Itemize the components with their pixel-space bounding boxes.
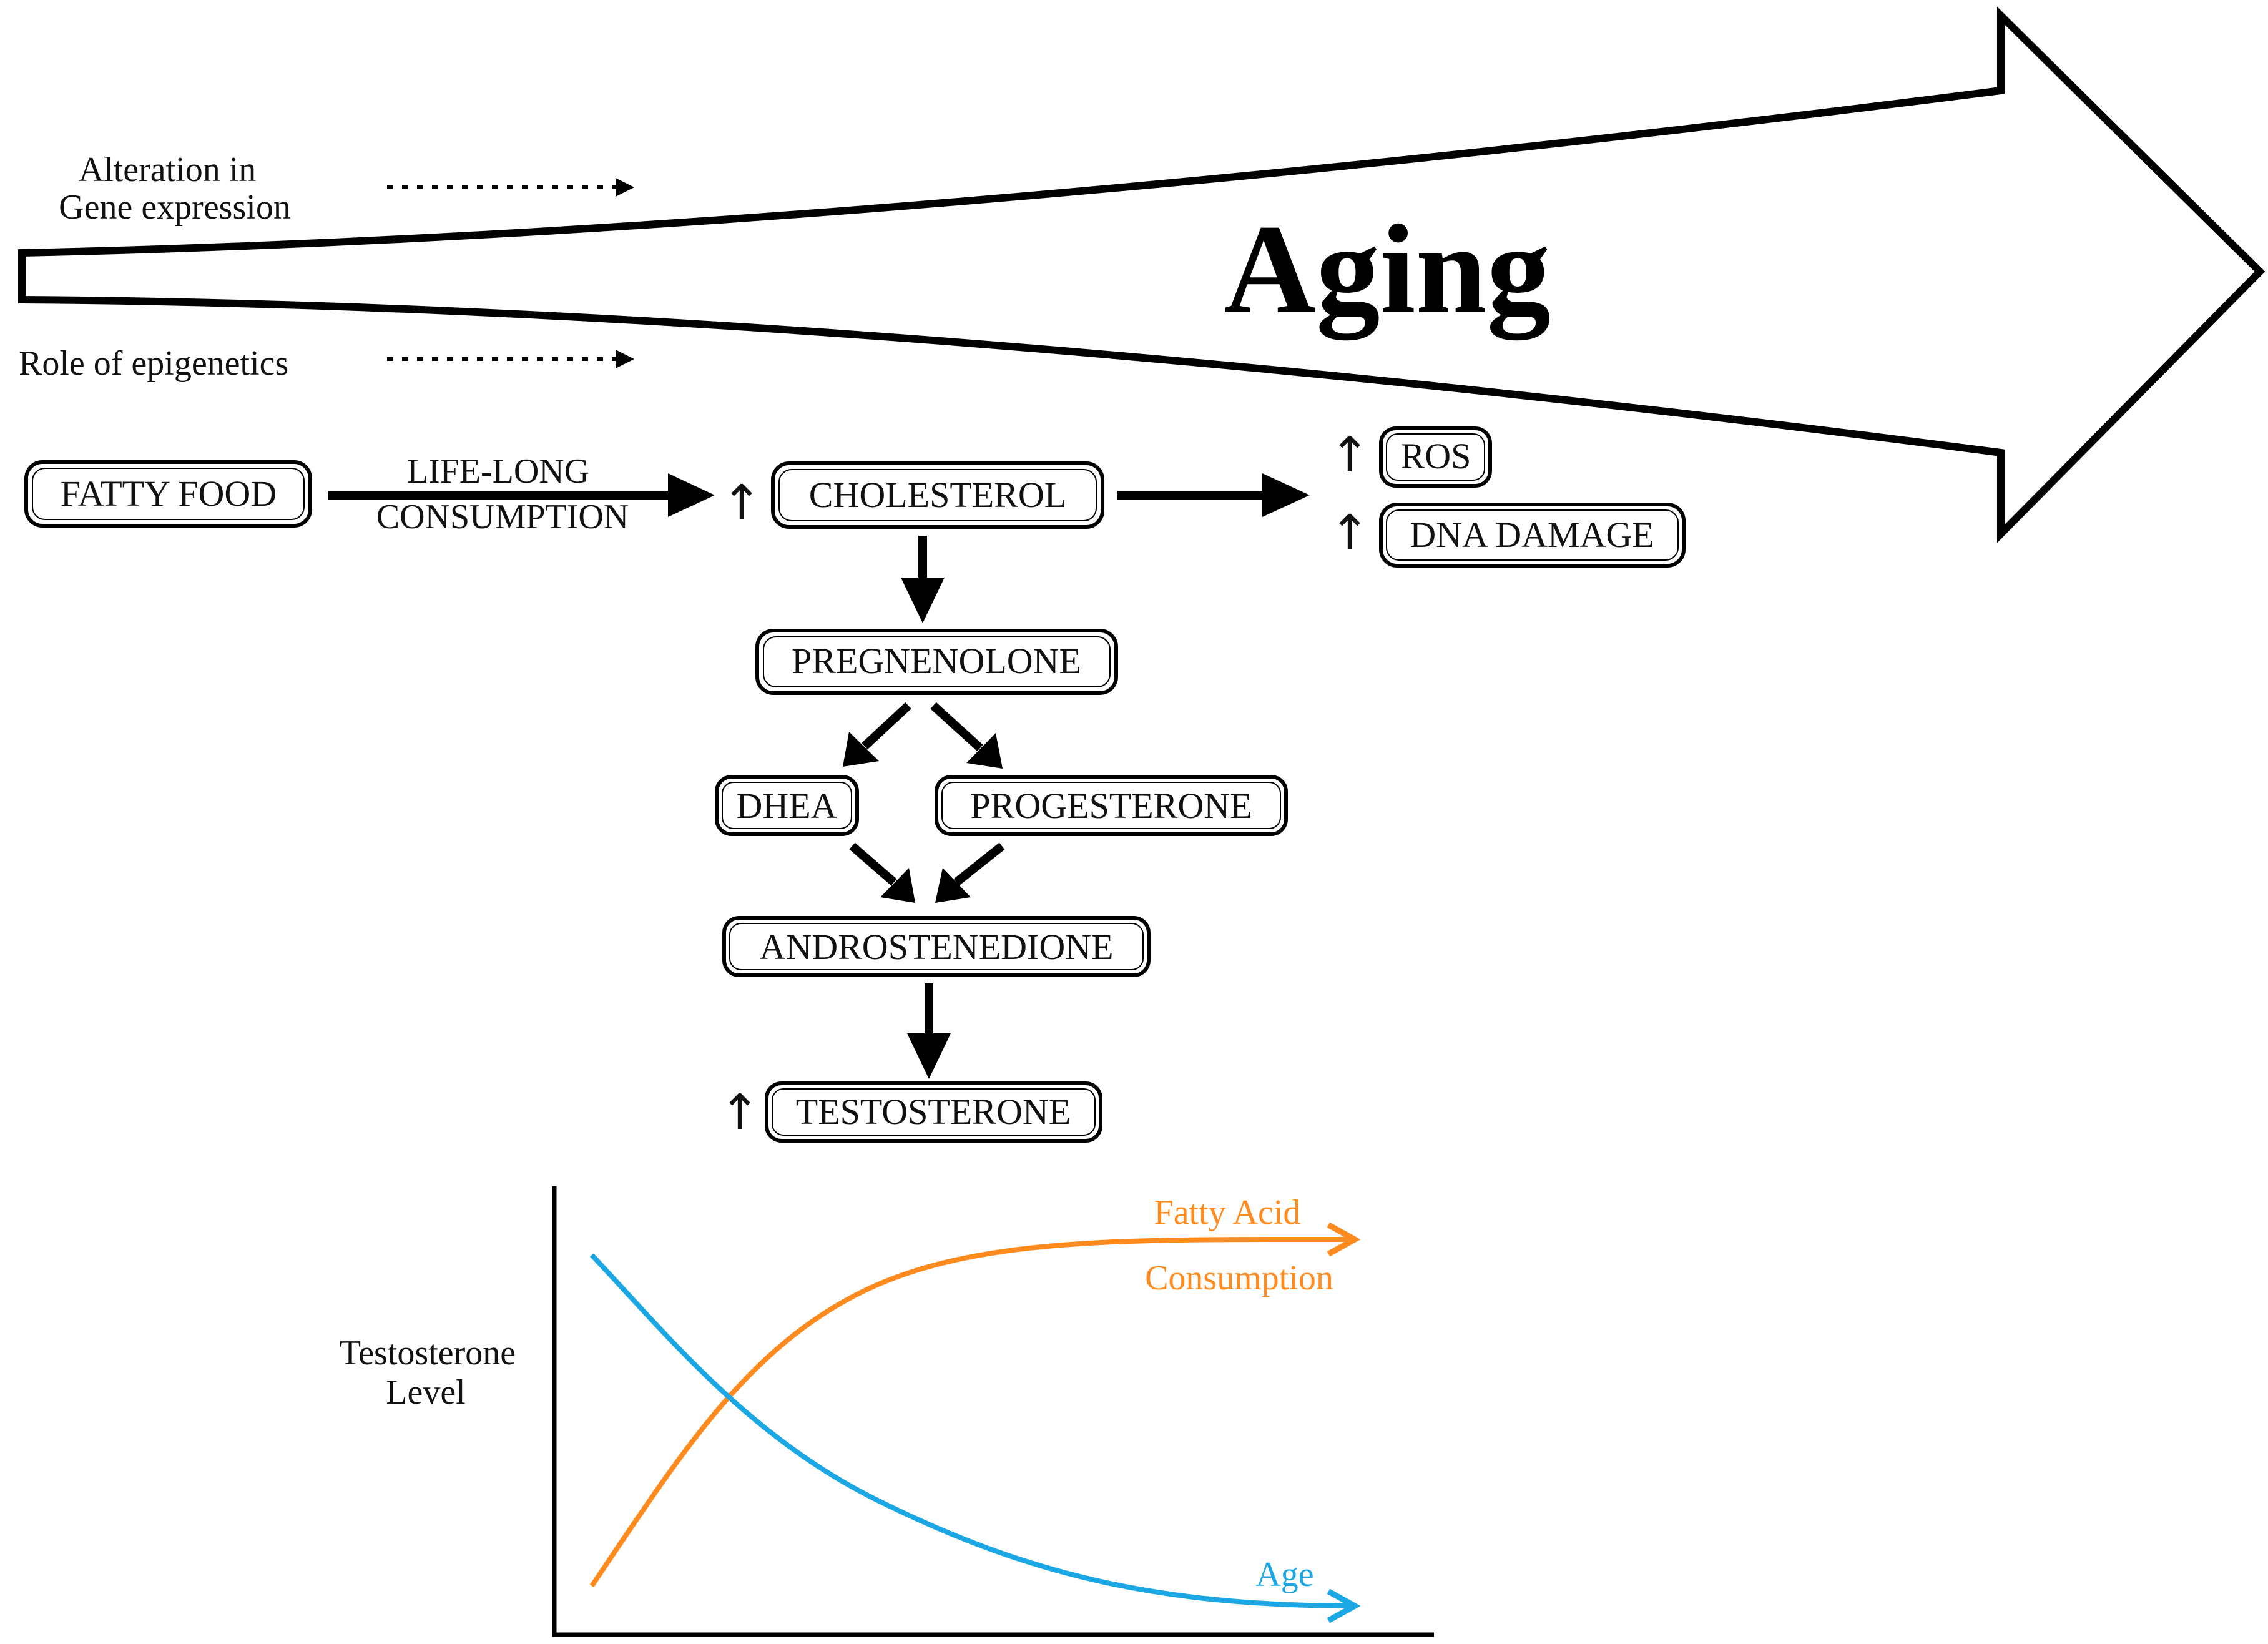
dhea-label: DHEA [736,785,837,826]
gene-expression-label: Alteration in Gene expression [59,150,291,227]
graph-ylabel-line-2: Level [386,1373,465,1412]
dhea-node: DHEA [715,775,859,836]
gene-expression-line-2: Gene expression [59,188,291,227]
testosterone-graph: Testosterone Level Fatty Acid Consumptio… [340,1186,1434,1637]
gene-expression-line-1: Alteration in [79,150,257,189]
progesterone-androstenedione-arrow-shaft [953,842,1005,886]
dna-damage-increase-icon: ↑ [1329,505,1370,561]
dhea-androstenedione-arrow-head [880,868,915,903]
progesterone-node: PROGESTERONE [935,775,1288,836]
dna-damage-node: DNA DAMAGE [1379,503,1686,568]
pregnenolone-dhea-arrow-shaft [862,702,911,750]
dna-damage-label: DNA DAMAGE [1410,514,1654,555]
consumption-line-1: LIFE-LONG [407,452,589,491]
fatty-acid-label-line-1: Fatty Acid [1154,1193,1301,1232]
testosterone-node: TESTOSTERONE [765,1081,1102,1143]
age-curve [590,1253,1355,1606]
fatty-food-node: FATTY FOOD [24,460,312,528]
age-label: Age [1255,1555,1313,1594]
fatty-acid-label-line-2: Consumption [1145,1259,1333,1297]
graph-axes [552,1186,1434,1637]
progesterone-androstenedione-arrow-head [935,868,971,903]
consumption-label: LIFE-LONG CONSUMPTION [376,452,629,536]
pregnenolone-node: PREGNENOLONE [755,629,1118,695]
progesterone-label: PROGESTERONE [970,785,1252,826]
fatty-food-label: FATTY FOOD [61,473,277,514]
graph-ylabel-line-1: Testosterone [340,1334,516,1372]
pregnenolone-dhea-arrow-head [843,732,879,767]
cholesterol-label: CHOLESTEROL [809,475,1066,515]
androstenedione-node: ANDROSTENEDIONE [722,916,1151,977]
cholesterol-ros-arrow-head [1262,473,1310,517]
pregnenolone-label: PREGNENOLONE [792,641,1081,681]
pregnenolone-progesterone-arrow-shaft [930,702,983,752]
pregnenolone-progesterone-arrow-head [966,733,1003,769]
epigenetics-label: Role of epigenetics [19,344,288,383]
graph-ylabel: Testosterone Level [340,1334,524,1412]
ros-node: ROS [1379,426,1492,488]
cholesterol-pregnenolone-arrow-head [901,578,945,623]
testosterone-label: TESTOSTERONE [796,1091,1071,1132]
testosterone-increase-icon: ↑ [719,1085,760,1141]
fatty-acid-curve [589,1239,1355,1588]
consumption-line-2: CONSUMPTION [376,498,629,536]
androstenedione-testosterone-arrow-head [907,1033,951,1079]
ros-label: ROS [1401,436,1471,476]
fatty-acid-label: Fatty Acid Consumption [1145,1193,1333,1297]
consumption-arrow-head [668,473,715,517]
androstenedione-label: ANDROSTENEDIONE [759,927,1113,967]
cholesterol-node: CHOLESTEROL [771,461,1104,529]
cholesterol-increase-icon: ↑ [721,475,762,531]
aging-title: Aging [1224,199,1551,340]
dhea-androstenedione-arrow-shaft [849,842,897,886]
aging-arrow [18,6,2266,543]
ros-increase-icon: ↑ [1329,427,1370,483]
